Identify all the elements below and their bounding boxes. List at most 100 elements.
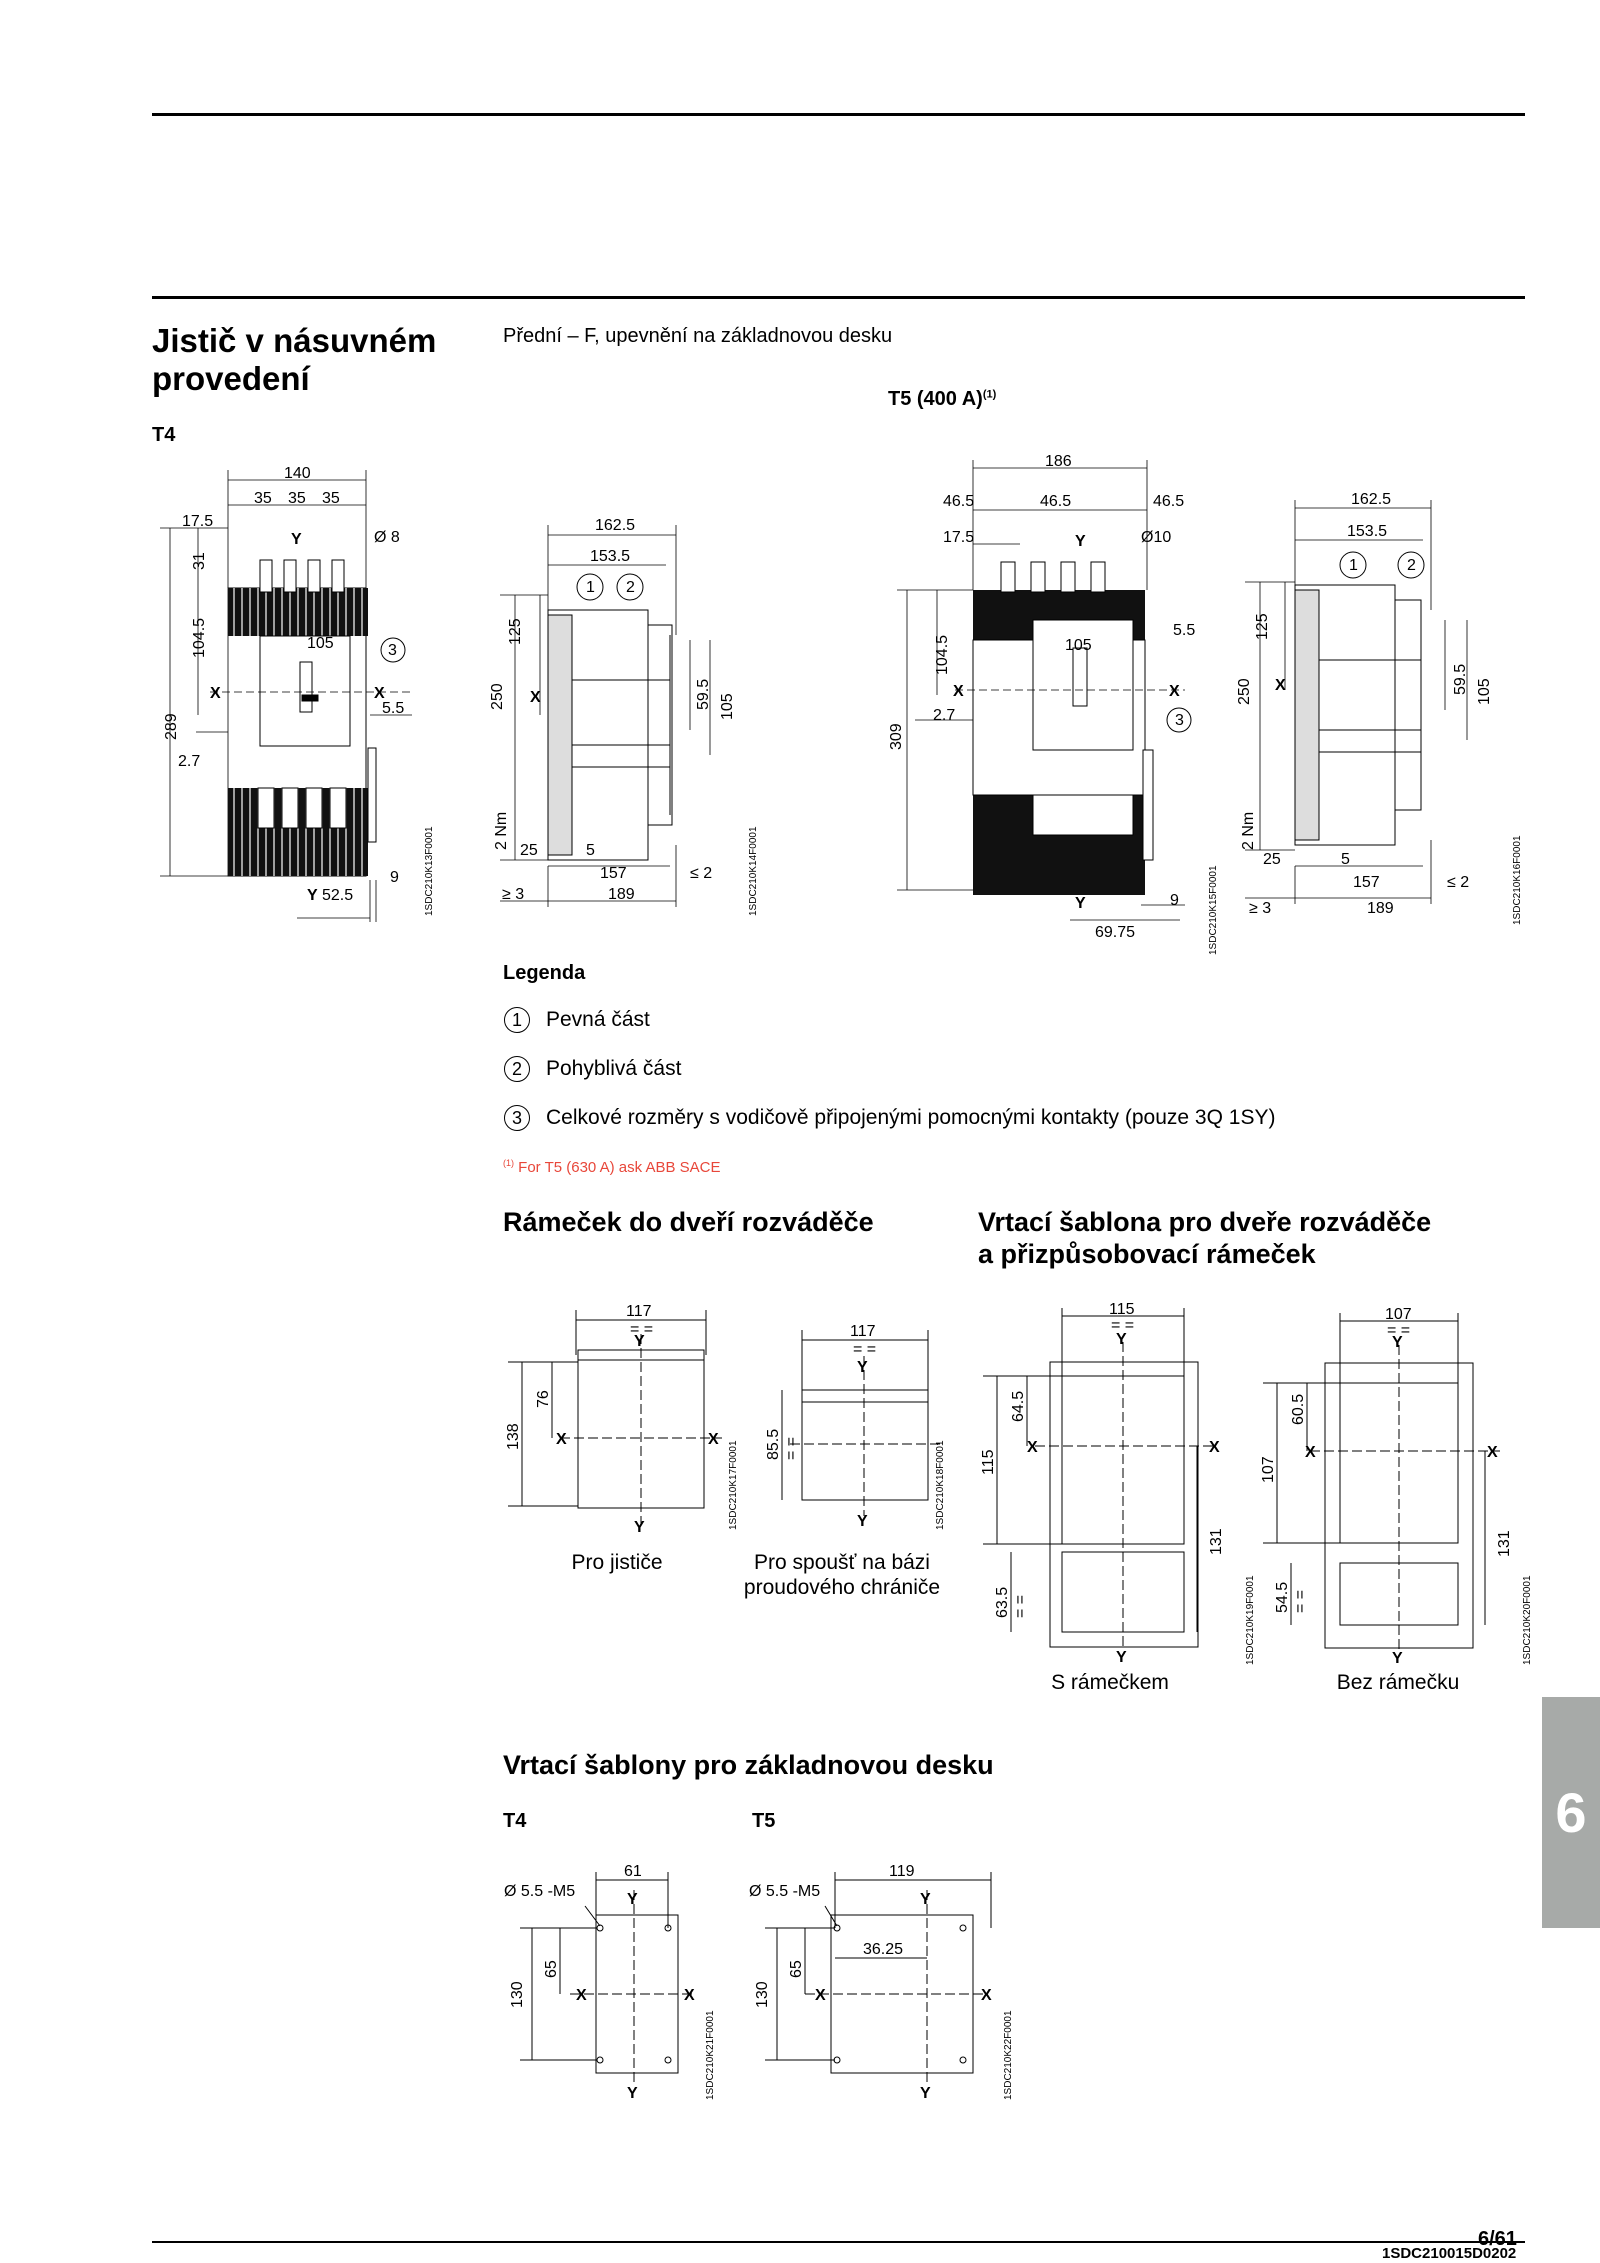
svg-text:2 Nm: 2 Nm bbox=[1240, 812, 1257, 850]
base-code-a: 1SDC210K21F0001 bbox=[705, 2010, 716, 2100]
svg-text:= =: = = bbox=[1387, 1322, 1410, 1339]
svg-text:Y: Y bbox=[857, 1513, 868, 1530]
svg-text:309: 309 bbox=[888, 723, 905, 750]
svg-text:189: 189 bbox=[608, 886, 635, 903]
svg-text:Y: Y bbox=[920, 1891, 931, 1908]
svg-text:130: 130 bbox=[754, 1981, 771, 2008]
svg-text:105: 105 bbox=[1065, 637, 1092, 654]
svg-text:250: 250 bbox=[489, 683, 506, 710]
svg-text:X: X bbox=[556, 1431, 567, 1448]
svg-text:138: 138 bbox=[505, 1423, 522, 1450]
svg-text:Y: Y bbox=[1116, 1649, 1127, 1666]
footer-rule bbox=[152, 2241, 1525, 2243]
svg-text:≤ 2: ≤ 2 bbox=[690, 865, 712, 882]
svg-text:X: X bbox=[1169, 683, 1180, 700]
svg-text:25: 25 bbox=[520, 842, 538, 859]
svg-text:189: 189 bbox=[1367, 900, 1394, 917]
dim-9: 9 bbox=[390, 869, 399, 886]
svg-text:5: 5 bbox=[586, 842, 595, 859]
svg-text:250: 250 bbox=[1236, 678, 1253, 705]
svg-text:= =: = = bbox=[853, 1341, 876, 1358]
svg-text:X: X bbox=[815, 1987, 826, 2004]
dim-35a: 35 bbox=[254, 490, 272, 507]
svg-text:X: X bbox=[1487, 1444, 1498, 1461]
base-section-title: Vrtací šablony pro základnovou desku bbox=[503, 1750, 994, 1780]
svg-text:125: 125 bbox=[1254, 613, 1271, 640]
svg-text:157: 157 bbox=[600, 865, 627, 882]
svg-text:3: 3 bbox=[388, 642, 397, 659]
svg-text:60.5: 60.5 bbox=[1290, 1394, 1307, 1425]
svg-text:115: 115 bbox=[1109, 1301, 1135, 1318]
svg-text:2 Nm: 2 Nm bbox=[493, 812, 510, 850]
svg-text:117: 117 bbox=[850, 1323, 876, 1340]
svg-text:Y: Y bbox=[1075, 533, 1086, 550]
svg-text:107: 107 bbox=[1260, 1456, 1277, 1483]
svg-text:119: 119 bbox=[889, 1863, 915, 1880]
svg-text:≥ 3: ≥ 3 bbox=[1249, 900, 1271, 917]
svg-text:157: 157 bbox=[1353, 874, 1380, 891]
svg-text:Ø 5.5 -M5: Ø 5.5 -M5 bbox=[504, 1883, 575, 1900]
svg-text:117: 117 bbox=[626, 1303, 652, 1320]
svg-text:Y: Y bbox=[1116, 1331, 1127, 1348]
svg-text:= =: = = bbox=[630, 1321, 653, 1338]
svg-text:Y: Y bbox=[920, 2085, 931, 2102]
svg-text:153.5: 153.5 bbox=[590, 548, 630, 565]
dim-dia8: Ø 8 bbox=[374, 529, 400, 546]
svg-text:= =: = = bbox=[1292, 1590, 1309, 1613]
svg-text:≤ 2: ≤ 2 bbox=[1447, 874, 1469, 891]
svg-text:104.5: 104.5 bbox=[934, 635, 951, 675]
svg-text:131: 131 bbox=[1208, 1528, 1225, 1555]
svg-text:59.5: 59.5 bbox=[695, 679, 712, 710]
svg-text:65: 65 bbox=[543, 1960, 560, 1978]
svg-text:= =: = = bbox=[783, 1437, 800, 1460]
svg-text:17.5: 17.5 bbox=[943, 529, 974, 546]
svg-text:31: 31 bbox=[191, 552, 208, 570]
svg-text:X: X bbox=[981, 1987, 992, 2004]
door-frame-rcd: 117= = Y Y 85.5 = = bbox=[765, 1323, 940, 1530]
svg-text:5.5: 5.5 bbox=[1173, 622, 1195, 639]
svg-text:X: X bbox=[953, 683, 964, 700]
svg-text:85.5: 85.5 bbox=[765, 1429, 782, 1460]
svg-text:46.5: 46.5 bbox=[943, 493, 974, 510]
t4-front-drawing: 140 35 35 35 17.5 Ø 8 105 2.7 5.5 52.5 9… bbox=[160, 465, 412, 922]
svg-text:Y: Y bbox=[634, 1333, 645, 1350]
svg-text:X: X bbox=[1027, 1439, 1038, 1456]
svg-text:46.5: 46.5 bbox=[1040, 493, 1071, 510]
svg-text:36.25: 36.25 bbox=[863, 1941, 903, 1958]
svg-text:= =: = = bbox=[1012, 1595, 1029, 1618]
svg-text:61: 61 bbox=[624, 1863, 642, 1880]
svg-text:Y: Y bbox=[307, 887, 318, 904]
t4-side-code: 1SDC210K14F0001 bbox=[748, 826, 759, 916]
svg-text:1: 1 bbox=[586, 579, 595, 596]
svg-text:X: X bbox=[1305, 1444, 1316, 1461]
t5-label: T5 (400 A)(1) bbox=[888, 388, 997, 410]
frame-section-title: Rámeček do dveří rozváděče bbox=[503, 1207, 874, 1237]
t5-front-drawing: 186 46.5 46.5 46.5 17.5 Ø10 105 5.5 2.7 … bbox=[888, 453, 1195, 941]
svg-text:162.5: 162.5 bbox=[1351, 491, 1391, 508]
frame-caption-a: Pro jističe bbox=[571, 1551, 663, 1574]
svg-text:X: X bbox=[1275, 677, 1286, 694]
section-rule bbox=[152, 296, 1525, 299]
dim-35c: 35 bbox=[322, 490, 340, 507]
drill-caption-b: Bez rámečku bbox=[1336, 1671, 1460, 1694]
svg-text:X: X bbox=[374, 685, 385, 702]
subtitle: Přední – F, upevnění na základnovou desk… bbox=[503, 325, 893, 347]
svg-text:X: X bbox=[1209, 1439, 1220, 1456]
t4-label: T4 bbox=[152, 424, 176, 446]
dim-140: 140 bbox=[284, 465, 311, 482]
svg-text:X: X bbox=[576, 1987, 587, 2004]
svg-text:Ø 5.5 -M5: Ø 5.5 -M5 bbox=[749, 1883, 820, 1900]
svg-text:Y: Y bbox=[627, 1891, 638, 1908]
svg-text:162.5: 162.5 bbox=[595, 517, 635, 534]
svg-text:54.5: 54.5 bbox=[1274, 1582, 1291, 1613]
svg-text:X: X bbox=[708, 1431, 719, 1448]
svg-text:X: X bbox=[684, 1987, 695, 2004]
svg-text:104.5: 104.5 bbox=[191, 618, 208, 658]
svg-text:59.5: 59.5 bbox=[1452, 664, 1469, 695]
svg-text:153.5: 153.5 bbox=[1347, 523, 1387, 540]
